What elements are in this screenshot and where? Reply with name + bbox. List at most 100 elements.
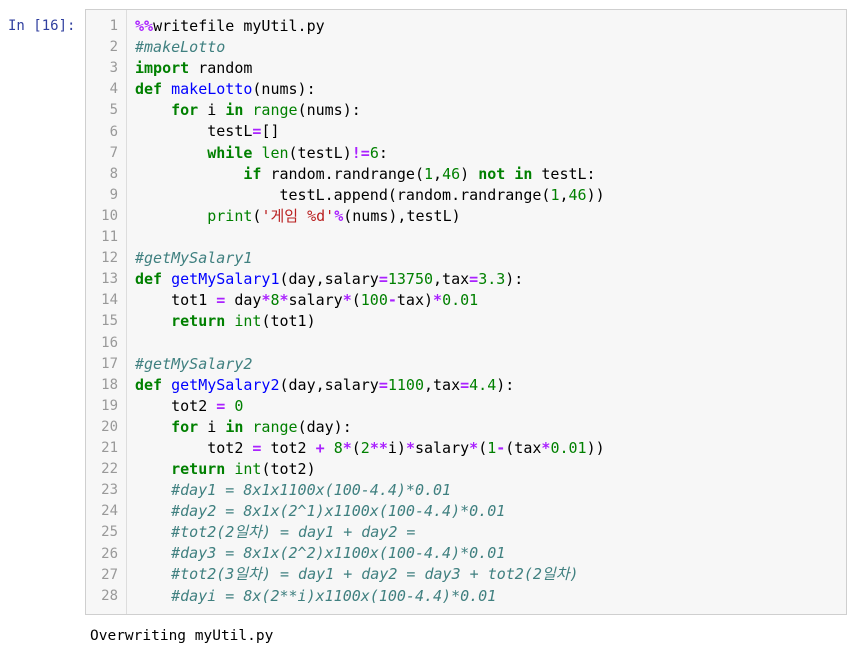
indent <box>135 439 207 457</box>
code-text: ,tax <box>433 270 470 289</box>
keyword: return <box>171 459 226 478</box>
code-text: ): <box>496 375 515 394</box>
keyword: if <box>243 164 262 183</box>
code-line: testL.append(random.randrange(1,46)) <box>135 185 842 206</box>
cell-magic: %% <box>135 17 154 35</box>
keyword: return <box>171 312 226 331</box>
builtin: range <box>252 417 298 436</box>
line-number: 20 <box>101 418 118 435</box>
code-text: (day,salary <box>279 270 379 289</box>
code-text: tot2 <box>261 438 316 457</box>
code-text: random.randrange( <box>261 164 424 183</box>
operator: * <box>541 438 551 457</box>
code-line: if random.randrange(1,46) not in testL: <box>135 164 842 185</box>
operator: = <box>216 396 226 415</box>
code-line: #getMySalary2 <box>135 354 253 373</box>
builtin: int <box>234 459 262 478</box>
code-text: , <box>433 164 443 183</box>
indent <box>135 122 207 140</box>
operator: = <box>469 270 479 289</box>
code-text: tot2 <box>207 438 253 457</box>
keyword: while <box>207 143 253 162</box>
function-name: makeLotto <box>171 80 253 99</box>
code-line: #day2 = 8x1x(2^1)x1100x(100-4.4)*0.01 <box>135 502 506 521</box>
operator: * <box>469 438 479 457</box>
line-number: 2 <box>109 39 118 56</box>
number: 46 <box>442 164 461 183</box>
line-number: 16 <box>101 334 118 351</box>
operator: + <box>315 438 325 457</box>
code-line: def getMySalary2(day,salary=1100,tax=4.4… <box>135 375 842 396</box>
code-line: import random <box>135 58 842 79</box>
code-line: #makeLotto <box>135 38 226 57</box>
indent <box>135 460 171 478</box>
keyword: in <box>514 164 533 183</box>
keyword: for <box>171 417 199 436</box>
line-number: 14 <box>101 292 118 309</box>
operator: - <box>387 291 397 310</box>
code-text: , <box>559 185 569 204</box>
operator: = <box>252 122 262 141</box>
code-line: print('게임 %d'%(nums),testL) <box>135 206 842 227</box>
code-text: random <box>189 59 253 78</box>
code-text: ( <box>351 438 361 457</box>
keyword: def <box>135 270 163 289</box>
operator: ** <box>369 438 388 457</box>
code-line: return int(tot1) <box>135 311 842 332</box>
code-line: tot1 = day*8*salary*(100-tax)*0.01 <box>135 290 842 311</box>
builtin: print <box>207 206 253 225</box>
operator: * <box>279 291 289 310</box>
code-text: ( <box>351 291 361 310</box>
code-line: #tot2(2일차) = day1 + day2 = <box>135 523 416 542</box>
code-line <box>135 332 842 353</box>
builtin: len <box>261 143 289 162</box>
operator: = <box>252 438 262 457</box>
code-line: #day1 = 8x1x1100x(100-4.4)*0.01 <box>135 481 452 500</box>
indent <box>135 207 207 225</box>
keyword: import <box>135 59 190 78</box>
operator: = <box>378 375 388 394</box>
code-text: (tot2) <box>261 459 316 478</box>
function-name: getMySalary1 <box>171 270 280 289</box>
indent <box>135 291 171 309</box>
indent <box>135 397 171 415</box>
number: 1 <box>550 185 560 204</box>
line-number: 12 <box>101 250 118 267</box>
line-number: 23 <box>101 482 118 499</box>
line-number: 17 <box>101 355 118 372</box>
code-text: ( <box>252 206 262 225</box>
code-text: testL: <box>532 164 596 183</box>
operator: * <box>405 438 415 457</box>
code-line: %%writefile myUtil.py <box>135 16 842 37</box>
keyword: in <box>225 101 244 120</box>
code-line: while len(testL)!=6: <box>135 143 842 164</box>
line-number: 22 <box>101 461 118 478</box>
code-text: salary <box>288 291 343 310</box>
line-number: 1 <box>109 18 118 34</box>
code-text: ( <box>478 438 488 457</box>
line-number: 18 <box>101 376 118 393</box>
operator: * <box>342 291 352 310</box>
keyword: in <box>225 417 244 436</box>
code-text: (nums),testL) <box>343 206 461 225</box>
code-line: def makeLotto(nums): <box>135 79 842 100</box>
code-text: )) <box>586 185 605 204</box>
indent <box>135 101 171 119</box>
code-text: (day): <box>297 417 352 436</box>
code-line: #day3 = 8x1x(2^2)x1100x(100-4.4)*0.01 <box>135 544 506 563</box>
code-editor[interactable]: %%writefile myUtil.py #makeLotto import … <box>135 16 842 607</box>
code-text: tax) <box>396 291 434 310</box>
line-number: 19 <box>101 397 118 414</box>
operator: % <box>334 206 344 225</box>
number: 0 <box>234 396 244 415</box>
string-literal: '게임 %d' <box>261 206 335 225</box>
builtin: int <box>234 312 262 331</box>
indent <box>135 312 171 330</box>
line-number: 13 <box>101 271 118 288</box>
space <box>225 460 234 478</box>
code-text: tot1 <box>171 291 217 310</box>
code-line: tot2 = 0 <box>135 396 842 417</box>
number: 3.3 <box>478 270 506 289</box>
code-text: : <box>378 143 388 162</box>
